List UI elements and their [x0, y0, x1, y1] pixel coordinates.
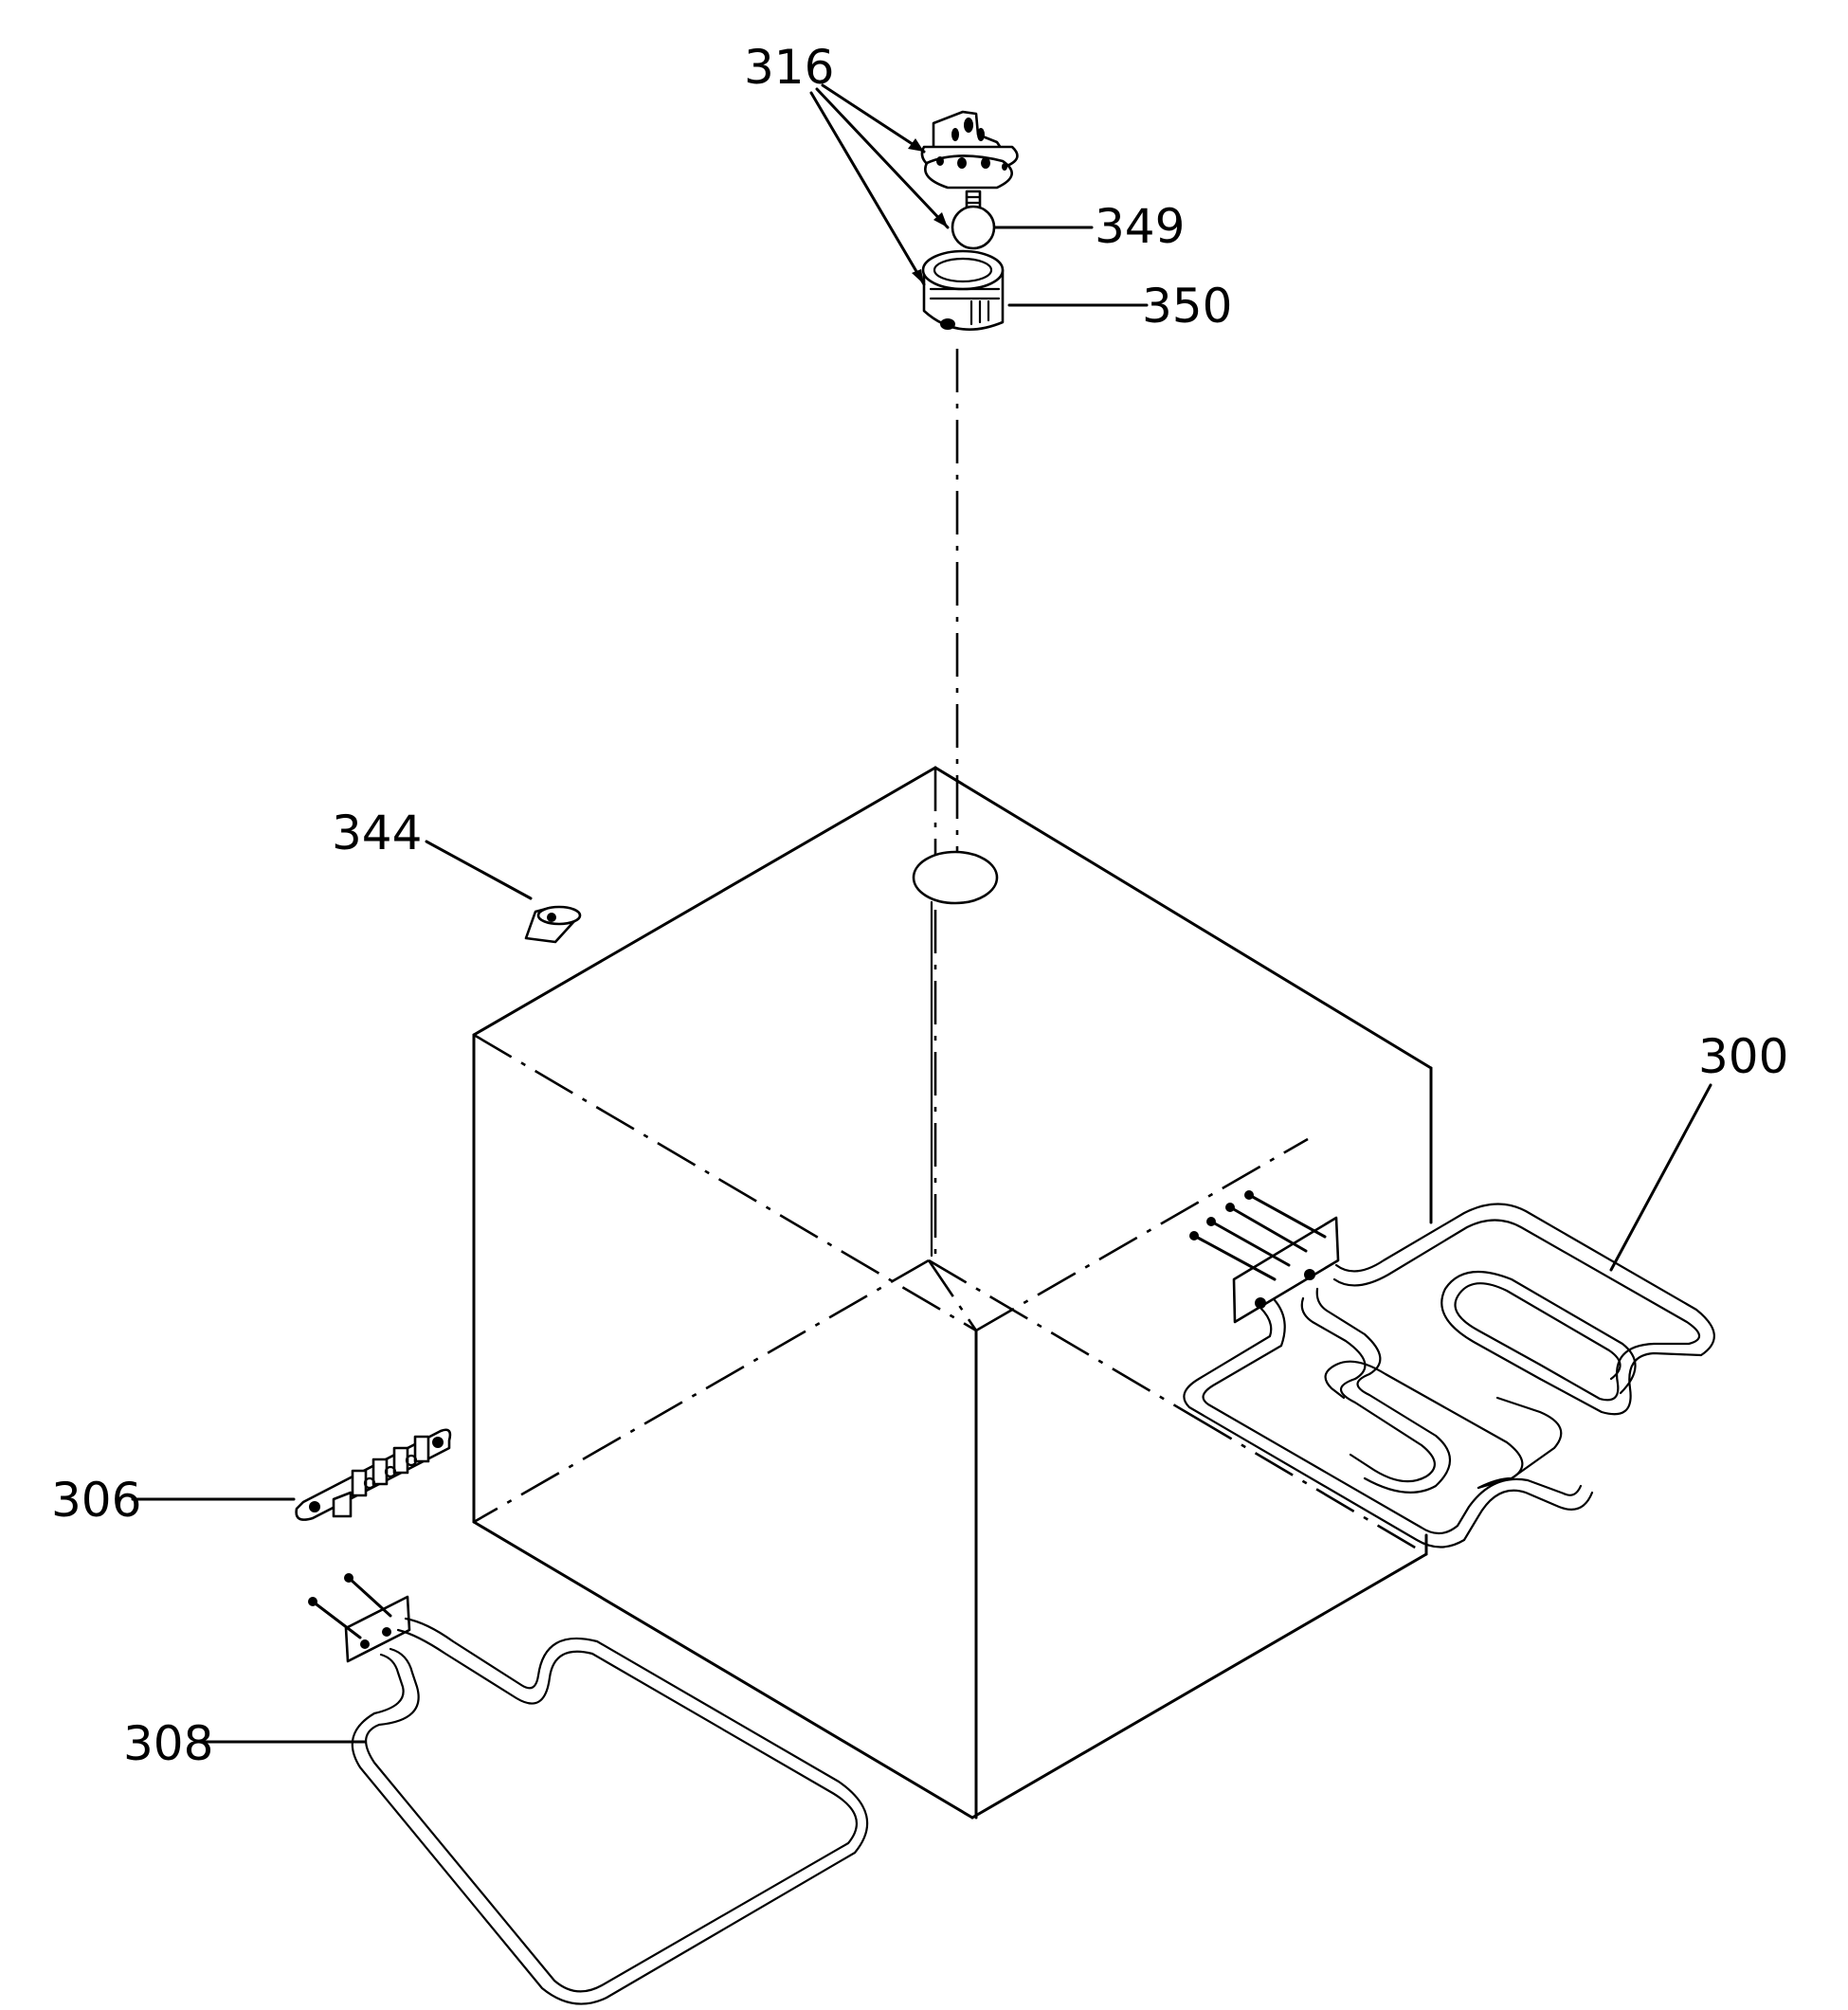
lamp-bulb-icon [951, 190, 996, 250]
bottom-element-icon [308, 1573, 869, 2005]
label-350: 350 [1142, 279, 1232, 334]
oven-cavity-outline [472, 766, 1433, 1820]
label-344: 344 [332, 806, 422, 860]
label-349: 349 [1095, 199, 1185, 254]
lamp-cover-icon [920, 110, 1019, 190]
label-308: 308 [123, 1716, 213, 1771]
terminal-block-icon [295, 1428, 452, 1521]
lamp-socket-ring-icon [921, 249, 1005, 331]
label-300: 300 [1698, 1029, 1788, 1084]
label-316: 316 [744, 40, 834, 95]
clip-part-icon [524, 905, 582, 944]
grill-element-icon [1183, 1190, 1715, 1548]
label-306: 306 [51, 1473, 141, 1528]
leader-lines [131, 83, 1712, 1744]
callout-labels: 316 349 350 344 300 306 308 [51, 40, 1788, 1771]
